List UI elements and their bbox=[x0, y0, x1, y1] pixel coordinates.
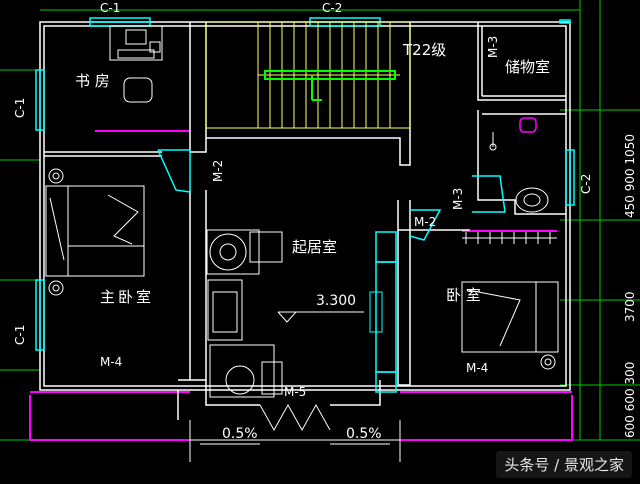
grid-label-top-right: C-2 bbox=[322, 1, 342, 15]
tv-cabinet bbox=[369, 291, 383, 333]
balcony-outline bbox=[29, 130, 573, 441]
living-room-label: 起居室 bbox=[292, 238, 337, 256]
watermark: 头条号 / 景观之家 bbox=[496, 451, 632, 478]
door-label-m4-left: M-4 bbox=[100, 355, 122, 369]
stair-label: T22级 bbox=[402, 41, 446, 59]
storage-room-label: 储物室 bbox=[505, 58, 550, 76]
grid-label-top-left: C-1 bbox=[100, 1, 120, 15]
living-sofa bbox=[206, 229, 283, 398]
door-label-m3-mid: M-3 bbox=[451, 188, 465, 210]
staircase bbox=[205, 21, 411, 129]
slope-label-right: 0.5% bbox=[346, 426, 382, 442]
grid-label-left-lower: C-1 bbox=[13, 325, 27, 345]
balcony-door bbox=[189, 403, 401, 462]
bathroom-fixtures bbox=[489, 117, 549, 213]
grid-label-right: C-2 bbox=[579, 174, 593, 194]
stair-handrail bbox=[264, 70, 396, 101]
level-value: 3.300 bbox=[316, 293, 356, 309]
master-bedroom-label: 主卧室 bbox=[100, 288, 154, 306]
dimension-right-lower: 600 600 300 bbox=[623, 362, 637, 438]
bedroom-label: 卧 室 bbox=[446, 286, 481, 304]
windows bbox=[35, 17, 575, 393]
level-marker bbox=[277, 311, 298, 323]
door-label-m3-top: M-3 bbox=[486, 36, 500, 58]
study-desk bbox=[109, 25, 163, 103]
grid-label-left-upper: C-1 bbox=[13, 98, 27, 118]
door-label-m2-left: M-2 bbox=[211, 160, 225, 182]
slope-label-left: 0.5% bbox=[222, 426, 258, 442]
door-label-m4-right: M-4 bbox=[466, 361, 488, 375]
dimension-right-mid: 3700 bbox=[623, 291, 637, 322]
door-label-m5: M-5 bbox=[284, 385, 306, 399]
wardrobe-hangers bbox=[465, 232, 551, 244]
labels: C-1 C-2 C-1 C-1 C-2 T22级 储物室 书 房 主卧室 起居室… bbox=[13, 1, 637, 442]
dimension-right-upper: 450 900 1050 bbox=[623, 134, 637, 218]
door-label-m2-right: M-2 bbox=[414, 215, 436, 229]
master-bed bbox=[45, 168, 145, 296]
study-room-label: 书 房 bbox=[75, 72, 110, 90]
